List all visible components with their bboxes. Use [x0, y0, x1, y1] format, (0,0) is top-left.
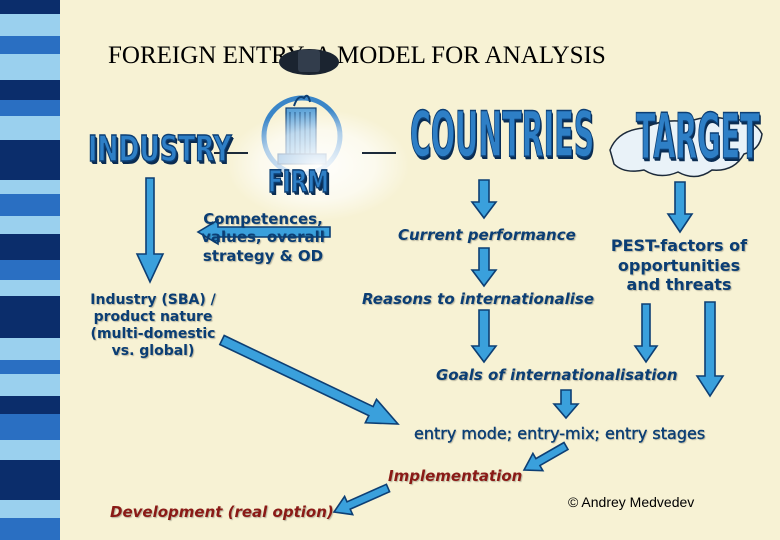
arrow-goals-to-entry [552, 389, 580, 420]
stripe-block [0, 194, 60, 216]
heading-target: TARGET [636, 100, 760, 173]
node-current-performance: Current performance [398, 226, 576, 244]
node-goals: Goals of internationalisation [436, 366, 678, 384]
node-pest: PEST-factors of opportunities and threat… [610, 236, 748, 295]
stripe-block [0, 116, 60, 140]
title-emblem-icon [279, 49, 339, 75]
heading-industry: INDUSTRY [87, 129, 232, 170]
arrow-industry-down [135, 177, 165, 284]
stripe-block [0, 476, 60, 500]
stripe-block [0, 234, 60, 260]
stripe-block [0, 374, 60, 396]
node-competences: Competences, values, overall strategy & … [201, 210, 325, 265]
node-industry-sba: Industry (SBA) / product nature (multi-d… [90, 292, 216, 360]
arrow-pest-to-goals-left [633, 303, 659, 364]
stripe-block [0, 460, 60, 476]
stripe-block [0, 414, 60, 440]
node-development: Development (real option) [110, 503, 334, 521]
arrow-industry-to-entry [218, 334, 400, 425]
arrow-entry-to-implementation [522, 441, 570, 472]
stripe-block [0, 0, 60, 14]
stripe-block [0, 180, 60, 194]
slide-title: FOREIGN ENTRY: A MODEL FOR ANALYSIS [108, 42, 606, 69]
stripe-block [0, 518, 60, 540]
stripe-block [0, 338, 60, 360]
dash-connector [362, 152, 396, 154]
heading-firm: FIRM [267, 165, 329, 200]
stripe-block [0, 100, 60, 116]
dash-connector [214, 152, 248, 154]
arrow-reasons-to-goals [470, 309, 498, 364]
arrow-perf-to-reasons [470, 247, 498, 288]
stripe-block [0, 260, 60, 280]
arrow-implementation-to-development [332, 483, 391, 516]
node-reasons: Reasons to internationalise [362, 290, 595, 308]
heading-countries: COUNTRIES [410, 98, 595, 171]
copyright-credit: © Andrey Medvedev [568, 494, 695, 510]
stripe-block [0, 500, 60, 518]
stripe-block [0, 440, 60, 460]
stripe-block [0, 360, 60, 374]
stripe-block [0, 216, 60, 234]
stripe-block [0, 54, 60, 80]
stripe-block [0, 158, 60, 180]
stripe-block [0, 280, 60, 296]
arrow-firm-left [196, 218, 331, 246]
russia-map-icon [609, 116, 763, 178]
node-entry-mode: entry mode; entry-mix; entry stages [414, 424, 706, 443]
stripe-block [0, 296, 60, 320]
arrow-target-right-long [695, 301, 725, 398]
stripe-block [0, 80, 60, 100]
node-implementation: Implementation [388, 467, 523, 485]
arrow-countries-down [470, 179, 498, 220]
stripe-block [0, 14, 60, 36]
stripe-block [0, 320, 60, 338]
stripe-block [0, 36, 60, 54]
firm-glow [228, 110, 408, 220]
stripe-block [0, 396, 60, 414]
stripe-block [0, 140, 60, 158]
decorative-stripe [0, 0, 60, 540]
arrow-target-down [666, 181, 694, 234]
